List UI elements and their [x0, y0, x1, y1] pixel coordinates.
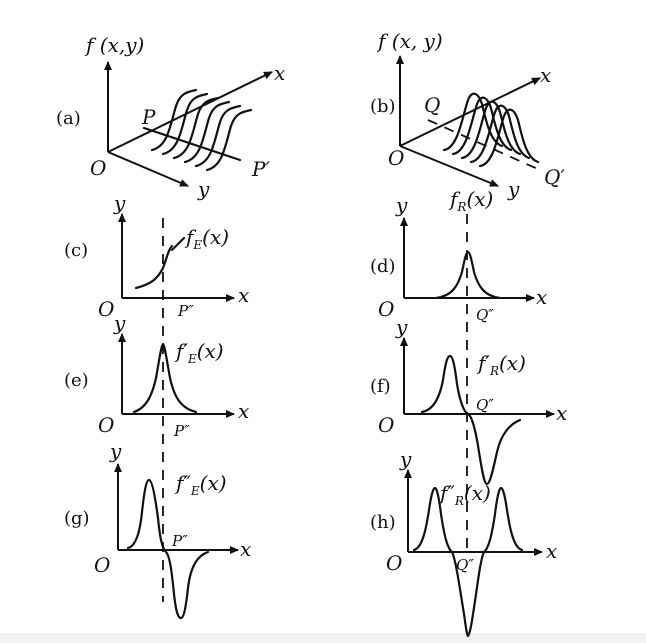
panel-g-p-mark: P″ [171, 532, 188, 550]
panel-b-ridge-surface [442, 92, 540, 168]
panel-a-x-axis [107, 71, 273, 153]
panel-d: (d) y x O Q″ fR(x) [370, 187, 547, 324]
panel-e-func-label: f′E(x) [174, 339, 224, 366]
panel-g: (g) y x O P″ f″E(x) [64, 439, 251, 620]
panel-a-y-label: y [197, 177, 210, 201]
panel-b-q-label: Q [424, 93, 440, 117]
panel-b-q-prime-label: Q′ [544, 165, 565, 189]
panel-g-x-label: x [240, 537, 251, 561]
panel-h-q-mark: Q″ [456, 556, 474, 574]
panel-g-func-label: f″E(x) [174, 471, 227, 498]
panel-b-x-axis [399, 77, 541, 147]
panel-c-x-label: x [238, 283, 249, 307]
panel-a-p-label: P [141, 105, 156, 129]
panel-f-derivative-curve [420, 354, 522, 486]
panel-e-y-label: y [113, 311, 126, 335]
panel-d-tag: (d) [370, 256, 396, 277]
panel-a-x-label: x [274, 61, 285, 85]
panel-f-q-mark: Q″ [476, 396, 494, 414]
panel-f: (f) y x O Q″ f′R(x) [370, 315, 567, 486]
panel-e-p-mark: P″ [173, 422, 190, 440]
panel-c-tag: (c) [64, 240, 88, 261]
panel-c-step-curve [134, 244, 174, 290]
panel-d-q-mark: Q″ [476, 306, 494, 324]
panel-d-peak-curve [434, 250, 502, 300]
panel-f-func-label: f′R(x) [476, 351, 526, 378]
panel-e-x-label: x [238, 399, 249, 423]
panel-h-y-label: y [399, 447, 412, 471]
panel-c: (c) y x O P″ fE(x) [64, 191, 249, 321]
panel-a-y-axis [107, 151, 189, 187]
panel-b-origin: O [388, 146, 404, 170]
panel-h-tag: (h) [370, 512, 396, 533]
panel-h-second-derivative-curve [412, 486, 524, 638]
panel-a: (a) f (x,y) x y O P P′ [56, 33, 285, 201]
panel-g-second-derivative-curve [126, 478, 210, 620]
panel-h-func-label: f″R(x) [438, 481, 491, 508]
panel-e-tag: (e) [64, 370, 89, 391]
panel-a-tag: (a) [56, 108, 81, 129]
panel-c-origin: O [98, 297, 114, 321]
panel-d-origin: O [378, 297, 394, 321]
panel-a-edge-line [142, 126, 242, 162]
panel-c-func-label: fE(x) [184, 225, 229, 252]
panel-a-step-surface [150, 88, 253, 172]
panel-c-leader-line [170, 236, 186, 252]
panel-d-y-label: y [395, 193, 408, 217]
panel-a-p-prime-label: P′ [251, 157, 270, 181]
panel-f-y-label: y [395, 315, 408, 339]
panel-e: (e) y x O P″ f′E(x) [64, 311, 249, 440]
panel-b-tag: (b) [370, 96, 396, 117]
panel-a-origin: O [90, 156, 106, 180]
panel-b: (b) f (x, y) x y O Q Q′ [370, 29, 565, 201]
panel-b-y-axis [399, 145, 499, 187]
panel-d-x-label: x [536, 285, 547, 309]
panel-f-x-label: x [556, 401, 567, 425]
panel-c-p-mark: P″ [177, 302, 194, 320]
panel-c-y-label: y [113, 191, 126, 215]
panel-f-origin: O [378, 413, 394, 437]
bottom-band [0, 633, 646, 643]
panel-g-origin: O [94, 553, 110, 577]
panel-h: (h) y x O Q″ f″R(x) [370, 447, 557, 638]
panel-a-f-label: f (x,y) [84, 33, 144, 57]
panel-g-y-label: y [109, 439, 122, 463]
panel-f-tag: (f) [370, 376, 391, 397]
panel-h-origin: O [386, 551, 402, 575]
panel-d-func-label: fR(x) [448, 187, 493, 214]
panel-g-tag: (g) [64, 508, 90, 529]
panel-b-x-label: x [540, 63, 551, 87]
panel-b-y-label: y [507, 177, 520, 201]
panel-e-origin: O [98, 413, 114, 437]
panel-h-x-label: x [546, 539, 557, 563]
panel-b-edge-line [427, 119, 541, 171]
panel-b-f-label: f (x, y) [376, 29, 443, 53]
